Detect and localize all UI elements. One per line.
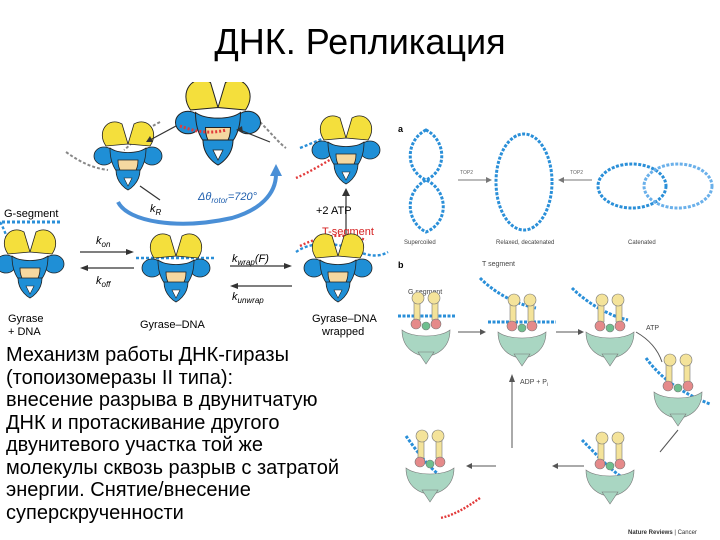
supercoiled-dna	[408, 128, 445, 234]
caption-line: Механизм работы ДНК-гиразы	[6, 344, 289, 366]
state-gyrase-dna: Gyrase–DNA	[140, 319, 205, 331]
topo-state-5	[404, 429, 481, 520]
gyrase-cycle-diagram: Δθrotor=720° kR G-segment	[0, 82, 389, 338]
g-segment-label: G-segment	[4, 208, 58, 220]
k-on-label: kon	[96, 235, 111, 249]
panel-a-label: a	[398, 124, 404, 134]
figure-credit: Nature Reviews | Cancer	[628, 530, 697, 536]
top2-arrow-2: TOP2	[570, 170, 583, 176]
catenated-label: Catenated	[628, 240, 656, 246]
topoisomerase-figure: a Supercoiled TOP2 Relaxed, decatenated …	[398, 124, 714, 536]
gyrase-top	[123, 82, 287, 166]
topo-state-2	[478, 276, 556, 367]
adp-pi-label: ADP + Pi	[520, 379, 548, 388]
gyrase-upper-left	[65, 121, 163, 191]
k-off-label: koff	[96, 275, 111, 289]
relaxed-dna	[494, 132, 554, 232]
topo-state-6	[580, 431, 635, 505]
caption-line: внесение разрыва в двунитчатую	[6, 389, 318, 411]
g-segment-small-label: G segment	[408, 289, 442, 296]
topo-state-3	[570, 286, 635, 367]
catenated-dna	[596, 162, 714, 210]
k-wrap-label: kwrap(F)	[232, 253, 269, 267]
caption-line: двунитевого участка той же	[6, 434, 264, 456]
rotor-arrowhead	[270, 164, 282, 176]
topo-state-1	[398, 291, 456, 365]
k-r-label: kR	[150, 203, 162, 217]
gyrase-state-wrapped	[295, 233, 389, 303]
rotor-angle-label: Δθrotor=720°	[197, 191, 258, 205]
topo-state-4	[644, 353, 711, 427]
caption-line: ДНК и протаскивание другого	[6, 411, 280, 434]
gyrase-upper-right	[295, 115, 381, 185]
supercoiled-label: Supercoiled	[404, 240, 436, 246]
top2-arrow-1: TOP2	[460, 170, 473, 176]
k-unwrap-label: kunwrap	[232, 291, 264, 305]
caption-text: Механизм работы ДНК-гиразы (топоизомераз…	[6, 344, 398, 524]
caption-line: суперскрученности	[6, 501, 184, 524]
gyrase-state-free	[0, 221, 65, 299]
t-segment-small-label: T segment	[482, 261, 515, 268]
relaxed-label: Relaxed, decatenated	[496, 240, 554, 246]
caption-line: (топоизомеразы II типа):	[6, 366, 234, 389]
slide-title: ДНК. Репликация	[214, 21, 506, 62]
caption-line: молекулы сквозь разрыв с затратой	[6, 456, 340, 479]
atp-small-label: ATP	[646, 325, 659, 332]
panel-b-label: b	[398, 260, 404, 270]
state-gyrase-dna-free: Gyrase+ DNA	[8, 313, 43, 338]
rotor-arrow	[116, 173, 278, 226]
atp-label: +2 ATP	[316, 205, 352, 217]
caption-line: энергии. Снятие/внесение	[6, 479, 251, 501]
gyrase-state-bound	[136, 233, 214, 303]
